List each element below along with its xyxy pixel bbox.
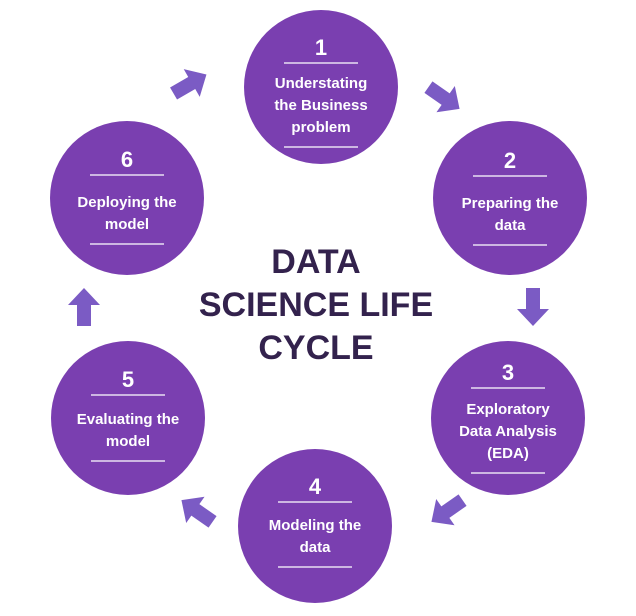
title-line: CYCLE (258, 329, 373, 367)
step-circle (244, 10, 398, 164)
step-label-line: Understating (275, 75, 368, 92)
step-label-line: Data Analysis (459, 423, 557, 440)
step-label-line: model (105, 216, 149, 233)
step-number: 1 (315, 35, 327, 60)
step-number: 5 (122, 367, 134, 392)
step-number: 2 (504, 148, 516, 173)
step-circle (433, 121, 587, 275)
step-label-line: Exploratory (466, 401, 550, 418)
step-label-line: problem (291, 119, 350, 136)
step-number: 4 (309, 474, 322, 499)
step-label-line: (EDA) (487, 445, 529, 462)
step-label-line: Evaluating the (77, 411, 180, 428)
step-label-line: Deploying the (77, 194, 176, 211)
arrow-left-down-icon (431, 494, 467, 526)
step-label-line: Modeling the (269, 517, 362, 534)
step-label-line: Preparing the (462, 195, 559, 212)
step-label-line: data (495, 217, 527, 234)
cycle-arrows (68, 69, 549, 528)
arrow-down-icon (517, 288, 549, 326)
step-number: 6 (121, 147, 133, 172)
arrow-up-icon (68, 288, 100, 326)
arrow-left-up-icon (181, 496, 217, 528)
arrow-right-down-icon (424, 81, 460, 113)
center-title: DATA SCIENCE LIFE CYCLE (199, 243, 433, 367)
title-line: DATA (271, 243, 360, 281)
step-circle (431, 341, 585, 495)
title-line: SCIENCE LIFE (199, 286, 433, 324)
step-circle (238, 449, 392, 603)
step-circle (50, 121, 204, 275)
step-label-line: data (300, 539, 332, 556)
step-label-line: model (106, 433, 150, 450)
arrow-right-up-icon (170, 69, 207, 100)
step-label-line: the Business (274, 97, 367, 114)
step-circle (51, 341, 205, 495)
step-number: 3 (502, 360, 514, 385)
